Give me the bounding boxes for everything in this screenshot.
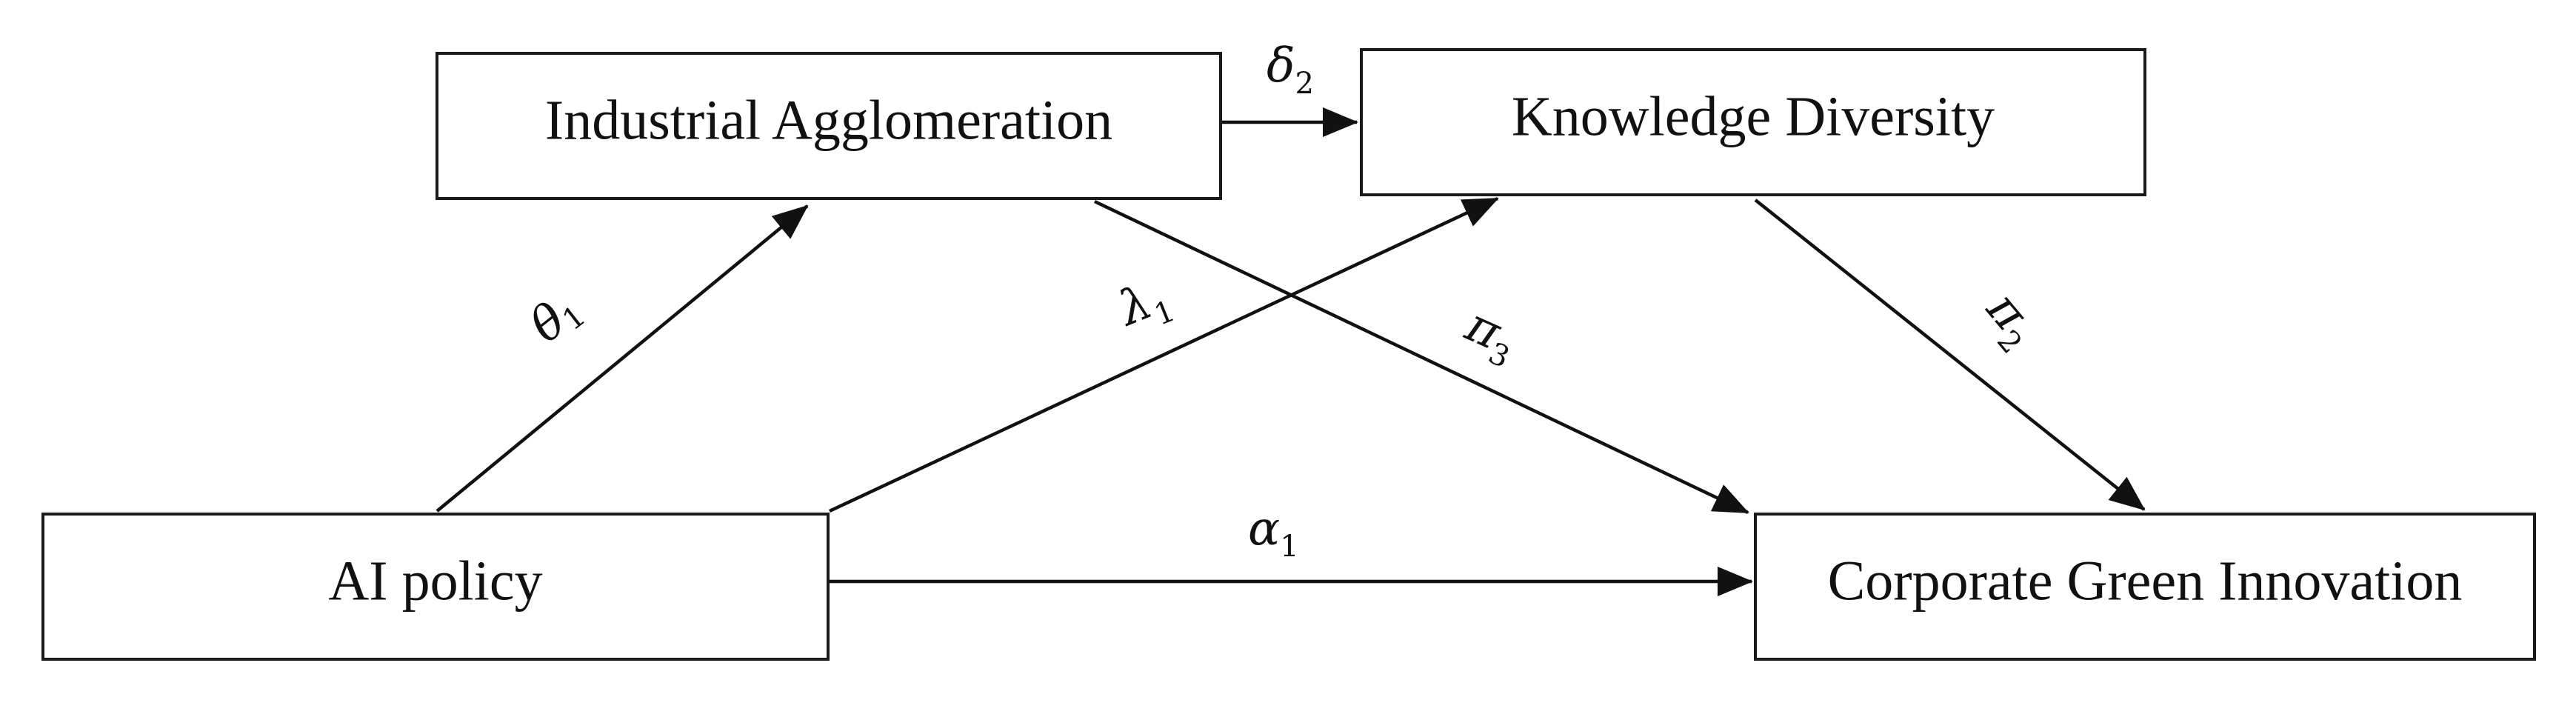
edge-label-delta: δ2 bbox=[1267, 39, 1314, 101]
node-ai-policy: AI policy bbox=[41, 513, 830, 661]
edge-ai-to-knowledge bbox=[829, 196, 1499, 513]
edge-label-theta: θ1 bbox=[520, 281, 592, 355]
node-knowledge-diversity: Knowledge Diversity bbox=[1360, 48, 2146, 196]
node-label-knowledge: Knowledge Diversity bbox=[1512, 85, 1995, 147]
edges bbox=[436, 107, 2146, 596]
node-corporate-green-innovation: Corporate Green Innovation bbox=[1754, 513, 2536, 661]
edge-label-alpha: α1 bbox=[1248, 501, 1299, 564]
node-industrial-agglomeration: Industrial Agglomeration bbox=[436, 52, 1222, 200]
edge-industrial-to-green bbox=[1094, 199, 1749, 515]
node-label-industrial: Industrial Agglomeration bbox=[545, 89, 1112, 151]
node-label-ai-policy: AI policy bbox=[328, 550, 542, 612]
edge-label-lambda: λ1 bbox=[1109, 267, 1179, 344]
edge-label-pi3: π3 bbox=[1455, 298, 1526, 376]
edge-label-pi2: π2 bbox=[1969, 281, 2049, 360]
edge-ai-to-industrial bbox=[436, 204, 809, 513]
node-label-green: Corporate Green Innovation bbox=[1828, 550, 2463, 612]
edge-knowledge-to-green bbox=[1754, 199, 2146, 511]
